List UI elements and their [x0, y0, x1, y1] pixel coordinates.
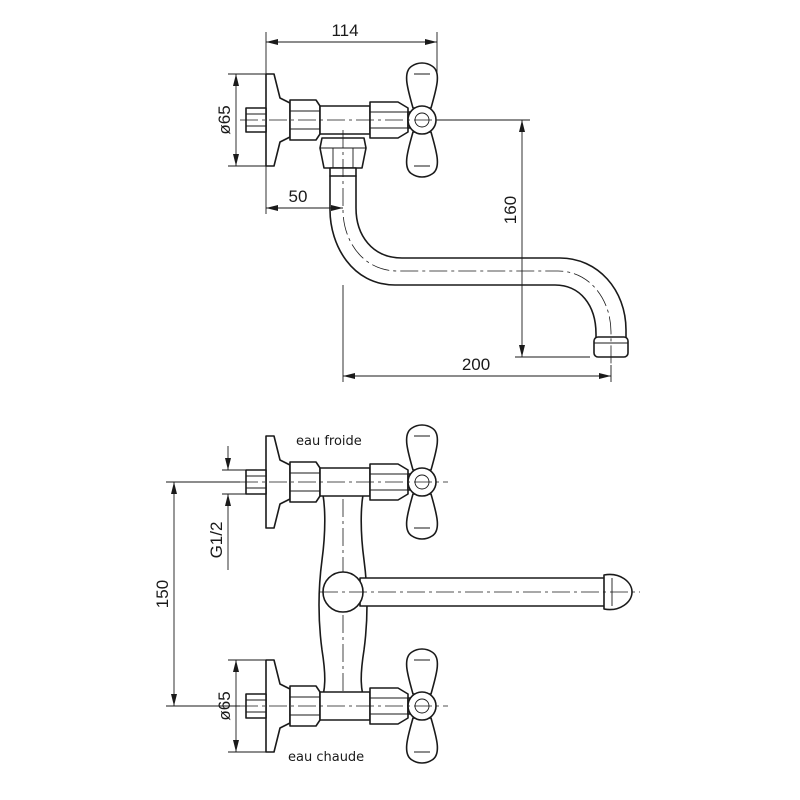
dimension-65-bottom-text: ø65	[215, 691, 234, 720]
side-view: 114 ø65 50 160	[215, 21, 629, 382]
spout-side	[329, 130, 629, 365]
dimension-114: 114	[265, 21, 438, 74]
dimension-200-text: 200	[462, 355, 490, 374]
dimension-65-bottom: ø65	[215, 659, 266, 753]
dimension-50: 50	[265, 166, 343, 214]
dimension-160-text: 160	[501, 196, 520, 224]
dimension-50-text: 50	[289, 187, 308, 206]
dimension-114-text: 114	[331, 21, 358, 40]
spout-top	[320, 571, 640, 613]
hot-water-label: eau chaude	[288, 750, 364, 765]
dimension-thread-text: G1/2	[207, 522, 226, 559]
dimension-200: 200	[342, 285, 612, 382]
dimension-65-top-text: ø65	[215, 105, 234, 134]
dimension-150-text: 150	[153, 580, 172, 608]
dimension-160: 160	[437, 119, 590, 358]
front-view: eau froide eau chaude 150 G1/2	[153, 425, 640, 765]
dimension-150: 150	[153, 481, 240, 707]
dimension-thread: G1/2	[207, 446, 246, 570]
dimension-65-top: ø65	[215, 73, 266, 167]
cold-water-label: eau froide	[296, 434, 362, 449]
